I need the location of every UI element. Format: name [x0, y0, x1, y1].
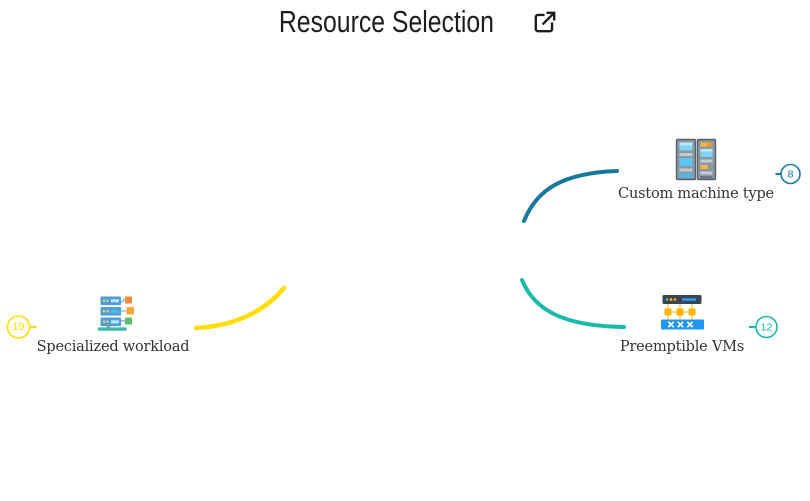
- branch-curve-specialized-workload[interactable]: [193, 285, 287, 331]
- count-badge-custom-machine-type[interactable]: 8: [775, 163, 801, 185]
- center-node: Resource Selection: [0, 0, 810, 44]
- server-towers-icon[interactable]: [674, 138, 718, 181]
- branch-curve-preemptible-vms[interactable]: [520, 278, 626, 329]
- vm-stack-icon[interactable]: [658, 292, 704, 331]
- node-label-specialized-workload[interactable]: Specialized workload: [36, 339, 190, 355]
- center-node-title[interactable]: Resource Selection: [278, 4, 495, 39]
- branch-curve-custom-machine-type[interactable]: [522, 169, 619, 223]
- count-badge-preemptible-vms[interactable]: 12: [749, 315, 778, 339]
- external-link-icon[interactable]: [532, 9, 558, 35]
- badge-count: 12: [761, 322, 773, 334]
- badge-count: 19: [12, 321, 24, 333]
- server-network-icon[interactable]: [93, 294, 135, 332]
- node-label-preemptible-vms[interactable]: Preemptible VMs: [619, 339, 745, 355]
- badge-count: 8: [788, 169, 794, 181]
- node-label-custom-machine-type[interactable]: Custom machine type: [618, 186, 774, 202]
- count-badge-specialized-workload[interactable]: 19: [6, 315, 37, 339]
